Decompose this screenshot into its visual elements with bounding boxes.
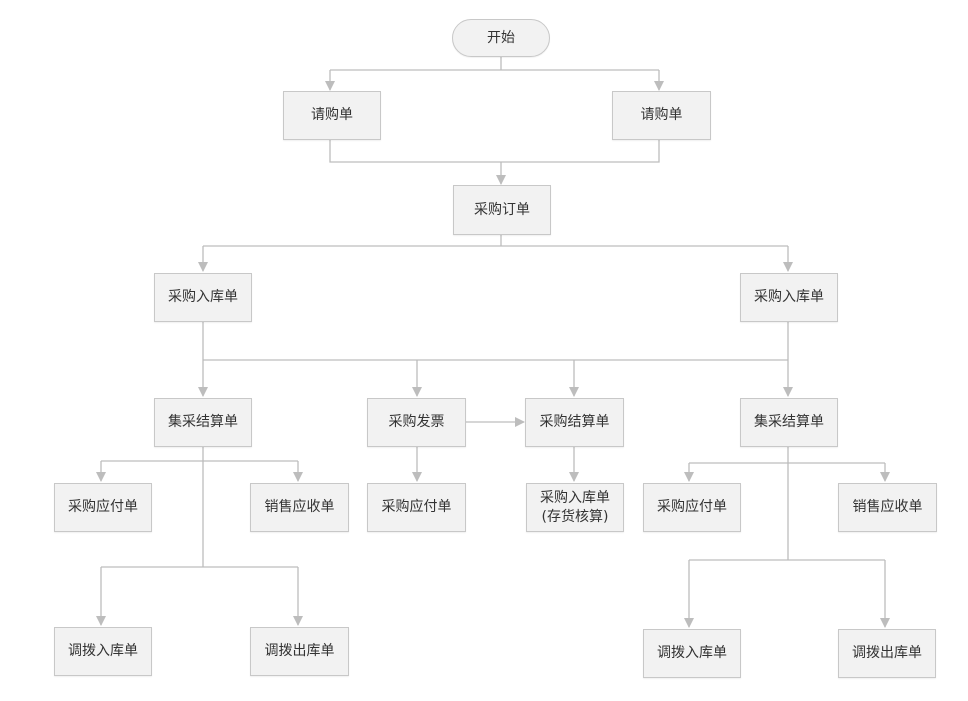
purchase-invoice-node: 采购发票 [367,398,466,447]
central-settlement-left-node: 集采结算单 [154,398,252,447]
transfer-in-right-node: 调拨入库单 [643,629,741,678]
purchase-payable-mid-node: 采购应付单 [367,483,466,532]
purchase-receipt-right-node: 采购入库单 [740,273,838,322]
sales-receivable-left-node: 销售应收单 [250,483,349,532]
purchase-order-node: 采购订单 [453,185,551,235]
purchase-receipt-cost-node: 采购入库单 (存货核算) [526,483,624,532]
purchase-payable-right-node: 采购应付单 [643,483,741,532]
transfer-out-left-node: 调拨出库单 [250,627,349,676]
requisition-right-node: 请购单 [612,91,711,140]
purchase-settlement-node: 采购结算单 [525,398,624,447]
central-settlement-right-node: 集采结算单 [740,398,838,447]
start-node: 开始 [452,19,550,57]
purchase-receipt-left-node: 采购入库单 [154,273,252,322]
requisition-left-node: 请购单 [283,91,381,140]
transfer-out-right-node: 调拨出库单 [838,629,936,678]
transfer-in-left-node: 调拨入库单 [54,627,152,676]
purchase-payable-left-node: 采购应付单 [54,483,152,532]
sales-receivable-right-node: 销售应收单 [838,483,937,532]
